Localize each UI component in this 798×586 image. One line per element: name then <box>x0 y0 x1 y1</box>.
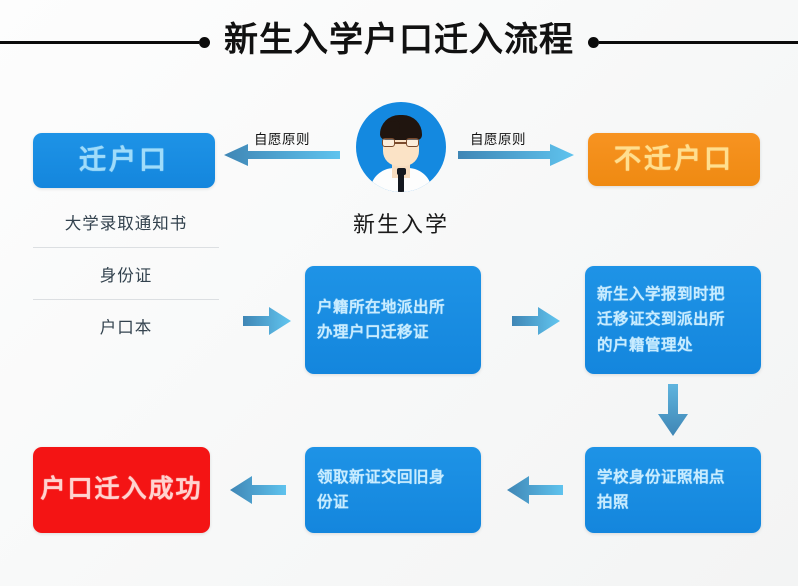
result-box[interactable]: 户口迁入成功 <box>33 447 210 533</box>
list-item: 户口本 <box>99 318 153 337</box>
left-branch-arrow-label: 自愿原则 <box>254 132 310 147</box>
step-box-4[interactable]: 领取新证交回旧身 份证 <box>305 447 481 533</box>
avatar-circle <box>356 102 446 192</box>
arrow-down-icon <box>658 384 688 436</box>
title-bar: 新生入学户口迁入流程 <box>0 14 798 70</box>
avatar-glasses-right <box>406 138 419 147</box>
list-divider <box>33 247 219 248</box>
title-dot-right <box>588 36 599 48</box>
step-line: 拍照 <box>597 494 630 511</box>
arrow-right-icon <box>512 307 560 335</box>
list-divider <box>33 299 219 300</box>
step-line: 的户籍管理处 <box>597 336 694 354</box>
arrow-left-icon <box>224 144 340 166</box>
step-box-3[interactable]: 学校身份证照相点 拍照 <box>585 447 761 533</box>
arrow-left-icon <box>230 476 286 504</box>
avatar-glasses-bridge <box>395 142 406 144</box>
avatar-caption: 新生入学 <box>352 212 449 237</box>
branch-left-pill[interactable]: 迁户口 <box>33 133 215 188</box>
step-line: 户籍所在地派出所 <box>317 298 446 316</box>
arrow-right-icon <box>458 144 574 166</box>
step-line: 新生入学报到时把 <box>597 286 726 304</box>
arrow-left-icon <box>507 476 563 504</box>
branch-right-pill[interactable]: 不迁户口 <box>588 133 760 186</box>
step-line: 迁移证交到派出所 <box>597 311 726 329</box>
right-branch-arrow-label: 自愿原则 <box>470 132 526 147</box>
step-box-2[interactable]: 新生入学报到时把 迁移证交到派出所 的户籍管理处 <box>585 266 761 374</box>
student-avatar-icon <box>356 102 446 194</box>
arrow-right-icon <box>243 307 291 335</box>
avatar-tie-knot <box>396 168 406 175</box>
title-dot-left <box>199 36 210 48</box>
title-rule-left <box>0 40 199 44</box>
result-label: 户口迁入成功 <box>40 475 203 504</box>
step-box-1[interactable]: 户籍所在地派出所 办理户口迁移证 <box>305 266 481 374</box>
title-rule-right <box>599 40 798 44</box>
step-line: 份证 <box>317 494 350 511</box>
step-line: 办理户口迁移证 <box>317 324 430 341</box>
branch-left-label: 迁户口 <box>79 144 169 175</box>
step-line: 学校身份证照相点 <box>597 468 726 486</box>
avatar-tie <box>398 172 404 192</box>
document-list: 大学录取通知书 身份证 户口本 <box>33 196 219 351</box>
branch-right-label: 不迁户口 <box>614 143 734 174</box>
list-item: 大学录取通知书 <box>64 214 188 233</box>
list-item: 身份证 <box>99 266 153 285</box>
page-title: 新生入学户口迁入流程 <box>224 21 574 59</box>
step-box-2-text: 新生入学报到时把 迁移证交到派出所 的户籍管理处 <box>585 282 761 357</box>
step-line: 领取新证交回旧身 <box>317 468 446 486</box>
step-box-3-text: 学校身份证照相点 拍照 <box>585 465 761 515</box>
step-box-1-text: 户籍所在地派出所 办理户口迁移证 <box>305 295 481 345</box>
avatar-glasses-left <box>382 138 395 147</box>
step-box-4-text: 领取新证交回旧身 份证 <box>305 465 481 515</box>
